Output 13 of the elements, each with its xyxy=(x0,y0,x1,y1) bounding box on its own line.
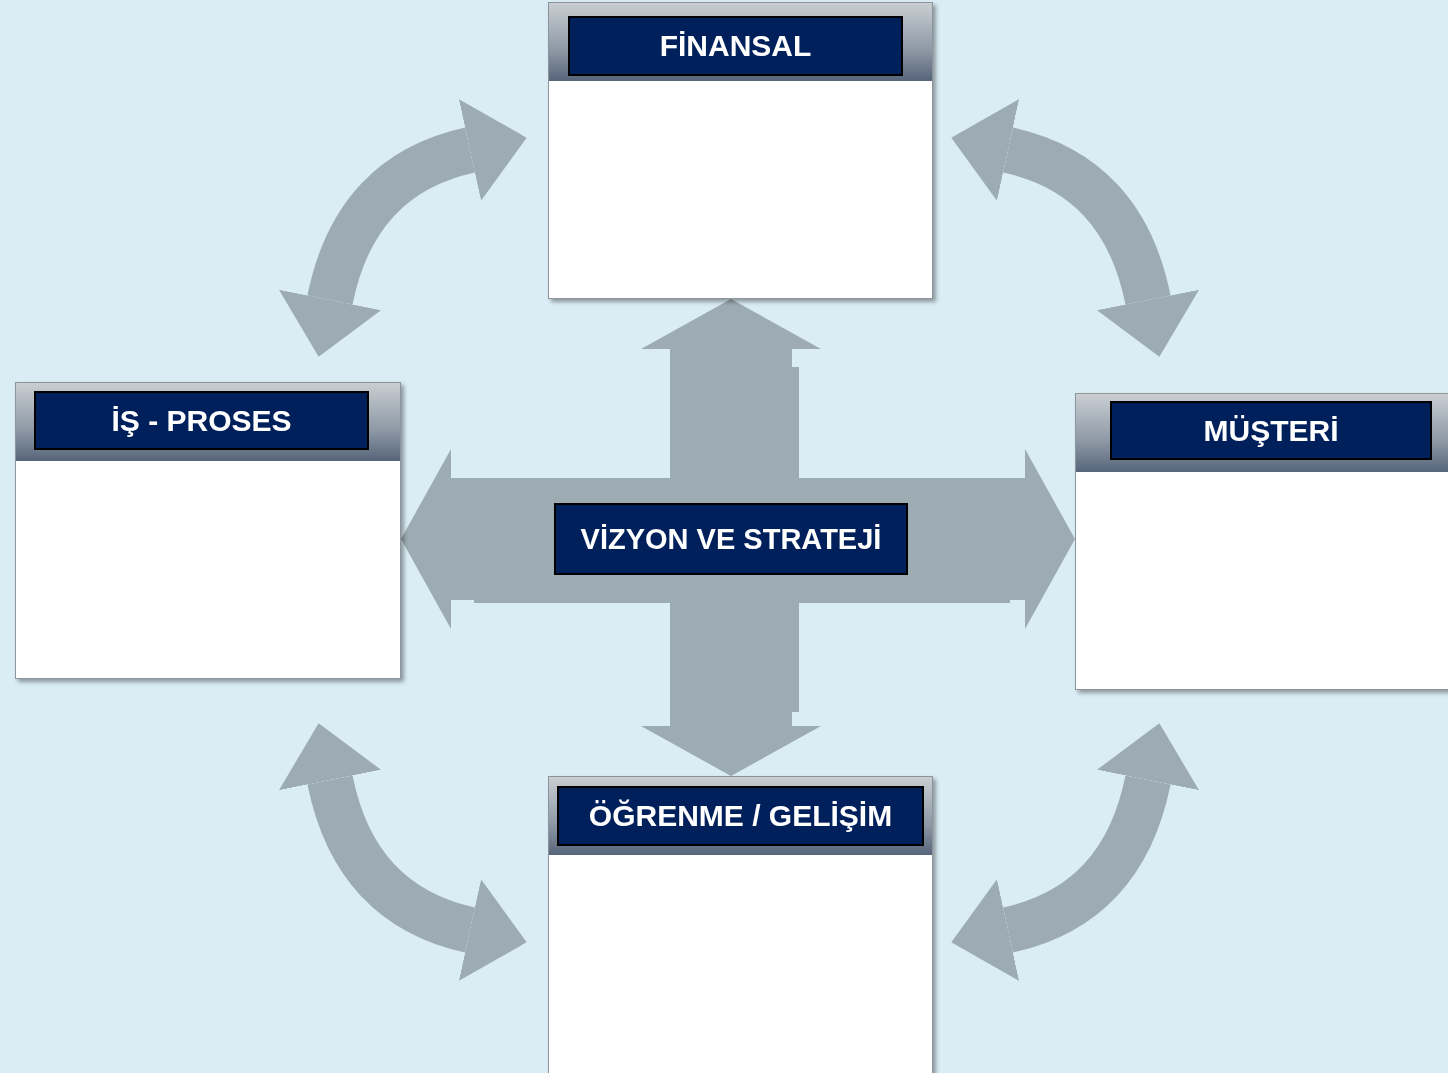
arrow xyxy=(951,99,1199,357)
arrow xyxy=(279,723,527,981)
arrow xyxy=(279,99,527,357)
strategy-label: VİZYON VE STRATEJİ xyxy=(554,503,908,575)
perspective-title: FİNANSAL xyxy=(568,16,903,76)
perspective-card xyxy=(548,2,933,299)
perspective-title: İŞ - PROSES xyxy=(34,391,369,450)
perspective-card xyxy=(548,776,933,1073)
perspective-card xyxy=(1075,393,1448,690)
perspective-title: ÖĞRENME / GELİŞİM xyxy=(557,786,924,846)
perspective-title: MÜŞTERİ xyxy=(1110,401,1432,460)
perspective-card xyxy=(15,382,401,679)
arrow xyxy=(951,723,1199,981)
